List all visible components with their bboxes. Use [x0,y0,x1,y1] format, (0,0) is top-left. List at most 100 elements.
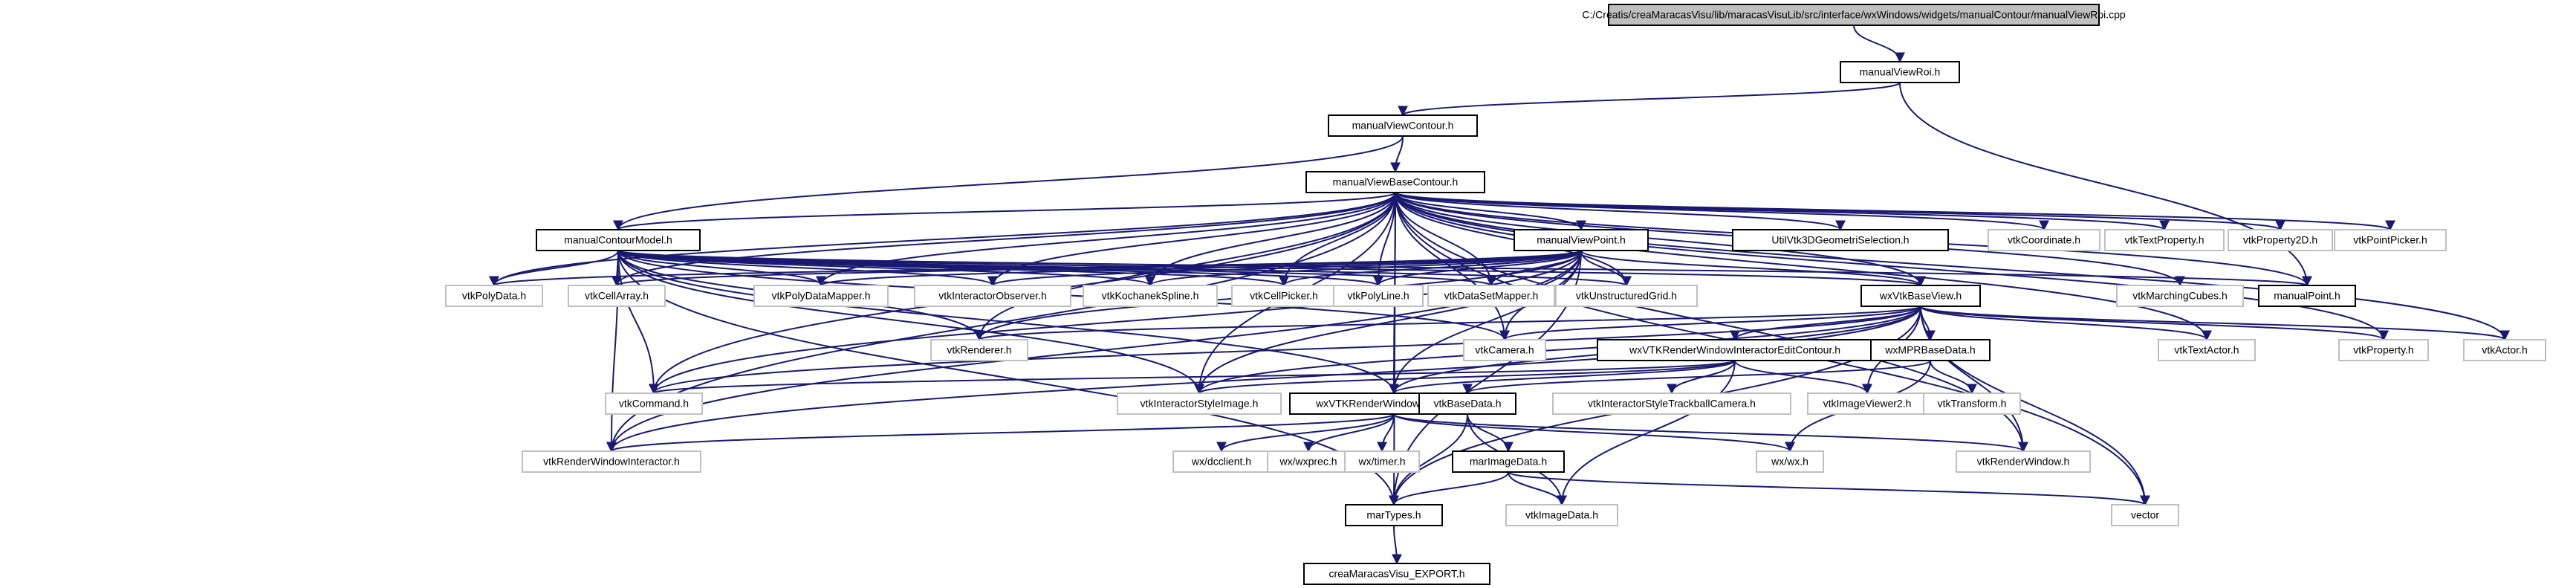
node-manualViewContour[interactable]: manualViewContour.h [1328,114,1478,137]
edge-wxVtkBaseView-to-vtkActor [1920,306,2510,341]
edge-wxVTKRenderWindowInteractorEditContour-to-vtkImageViewer2 [1734,360,1872,395]
edge-manualViewBaseContour-to-vtkProperty2D [1395,192,2285,231]
node-vtkRenderer: vtkRenderer.h [930,339,1028,361]
node-label: vtkDataSetMapper.h [1444,290,1539,302]
node-vtkImageViewer2: vtkImageViewer2.h [1807,392,1927,415]
edge-manualViewPoint-to-vtkUnstructuredGrid [1580,250,1632,287]
node-manualViewRoi[interactable]: manualViewRoi.h [1840,61,1960,83]
edge-manualContourModel-to-vtkRenderWindowInteractor [606,250,619,453]
node-creaMaracasVisu_EXPORT[interactable]: creaMaracasVisu_EXPORT.h [1303,563,1490,585]
node-box [1463,339,1546,361]
node-label: manualViewPoint.h [1537,234,1626,246]
node-label: vtkCamera.h [1475,344,1534,356]
node-wxwxprec: wx/wxprec.h [1267,450,1350,473]
node-wxMPRBaseData[interactable]: wxMPRBaseData.h [1870,339,1991,361]
dependency-edges [489,25,2510,565]
node-box [1840,61,1960,83]
node-box [1267,450,1350,473]
node-label: vtkRenderer.h [947,344,1011,356]
node-vtkRenderWindow: vtkRenderWindow.h [1956,450,2091,473]
edge-manualViewBaseContour-to-wxVtkBaseView [1395,192,1926,287]
node-label: wx/wxprec.h [1279,456,1337,468]
edge-manualContourModel-to-vtkCommand [617,250,659,395]
node-vtkPointPicker: vtkPointPicker.h [2334,229,2447,251]
edge-manualContourModel-to-vtkInteractorStyleImage [617,250,1204,395]
node-vtkCommand: vtkCommand.h [605,392,703,415]
node-label: vtkBaseData.h [1433,398,1501,410]
node-label: vtkImageData.h [1525,509,1598,521]
edge-wxVtkBaseView-to-vtkProperty [1920,306,2389,341]
node-box [1231,285,1337,307]
node-box [1756,450,1824,473]
node-box [1083,285,1218,307]
node-label: vtkTextActor.h [2174,344,2239,356]
node-box [1418,392,1516,415]
node-label: vtkTransform.h [1938,398,2007,410]
node-vtkMarchingCubes: vtkMarchingCubes.h [2116,285,2244,307]
node-box [1555,285,1698,307]
node-wxVtkBaseView[interactable]: wxVtkBaseView.h [1860,285,1981,307]
edge-wxVTKRenderWindowInteractor-to-wxwx [1393,413,1795,453]
node-vtkProperty2D: vtkProperty2D.h [2228,229,2333,251]
node-manualViewPoint[interactable]: manualViewPoint.h [1514,229,1649,251]
node-vtkInteractorStyleTrackballCamera: vtkInteractorStyleTrackballCamera.h [1552,392,1791,415]
node-box [914,285,1071,307]
node-label: vtkInteractorStyleTrackballCamera.h [1588,398,1756,410]
node-marTypes[interactable]: marTypes.h [1345,504,1443,526]
node-vtkBaseData[interactable]: vtkBaseData.h [1418,392,1516,415]
node-manualPoint[interactable]: manualPoint.h [2258,285,2356,307]
node-box [1597,339,1873,361]
node-wxwx: wx/wx.h [1756,450,1824,473]
node-label: C:/Creatis/creaMaracasVisu/lib/maracasVi… [1582,9,2126,21]
node-box [1427,285,1555,307]
node-box [1514,229,1649,251]
node-vtkPolyDataMapper: vtkPolyDataMapper.h [753,285,889,307]
node-vtkUnstructuredGrid: vtkUnstructuredGrid.h [1555,285,1698,307]
edge-wxVTKRenderWindowInteractor-to-wxtimer [1377,413,1395,453]
node-box [536,229,701,251]
node-vtkInteractorObserver: vtkInteractorObserver.h [914,285,1071,307]
edge-marImageData-to-vtkImageData [1508,471,1567,506]
node-vtkInteractorStyleImage: vtkInteractorStyleImage.h [1117,392,1282,415]
node-box [1303,563,1490,585]
node-manualViewBaseContour[interactable]: manualViewBaseContour.h [1305,171,1485,193]
node-box [1870,339,1991,361]
edge-manualViewRoi-to-manualPoint [1899,82,2312,287]
node-box [1988,229,2100,251]
edge-manualViewBaseContour-to-manualContourModel [613,192,1396,231]
node-UtilVtk3DGeometriSelection[interactable]: UtilVtk3DGeometriSelection.h [1732,229,1949,251]
node-box [2228,229,2333,251]
node-wxVTKRenderWindowInteractorEditContour[interactable]: wxVTKRenderWindowInteractorEditContour.h [1597,339,1873,361]
edge-marTypes-to-creaMaracasVisu_EXPORT [1391,525,1402,565]
edge-manualViewBaseContour-to-vtkDataSetMapper [1395,192,1496,287]
node-box [2116,285,2244,307]
node-vtkCamera: vtkCamera.h [1463,339,1546,361]
edge-manualViewPoint-to-vtkPolyLine [1373,250,1582,287]
edge-wxMPRBaseData-to-vtkTransform [1930,360,1977,395]
node-vtkPolyLine: vtkPolyLine.h [1333,285,1424,307]
node-box [1807,392,1927,415]
edge-manualViewPoint-to-vtkPolyDataMapper [816,250,1582,287]
node-vtkTextActor: vtkTextActor.h [2158,339,2256,361]
edge-wxVTKRenderWindowInteractor-to-vtkRenderWindow [1393,413,2028,453]
edge-manualViewBaseContour-to-vtkPolyDataMapper [816,192,1396,287]
edge-wxVtkBaseView-to-vtkCamera [1499,306,1921,341]
edge-manualViewBaseContour-to-UtilVtk3DGeometriSelection [1395,192,1846,231]
node-label: vtkProperty2D.h [2243,234,2317,246]
node-root[interactable]: C:/Creatis/creaMaracasVisu/lib/maracasVi… [1582,4,2126,26]
node-box [1608,4,2100,26]
node-box [568,285,666,307]
edge-manualViewPoint-to-wxVtkBaseView [1580,250,1926,287]
edge-manualContourModel-to-vtkPolyData [489,250,619,287]
dependency-nodes: C:/Creatis/creaMaracasVisu/lib/maracasVi… [445,4,2546,585]
edge-root-to-manualViewRoi [1853,25,1905,63]
node-vtkPolyData: vtkPolyData.h [445,285,543,307]
edge-wxMPRBaseData-to-vtkBaseData [1462,360,1931,395]
node-label: wxVTKRenderWindowInteractorEditContour.h [1629,344,1840,356]
node-label: vector [2131,509,2159,521]
node-vtkTextProperty: vtkTextProperty.h [2104,229,2225,251]
node-marImageData[interactable]: marImageData.h [1452,450,1565,473]
node-manualContourModel[interactable]: manualContourModel.h [536,229,701,251]
edge-manualViewContour-to-manualContourModel [613,135,1404,231]
node-box [2258,285,2356,307]
